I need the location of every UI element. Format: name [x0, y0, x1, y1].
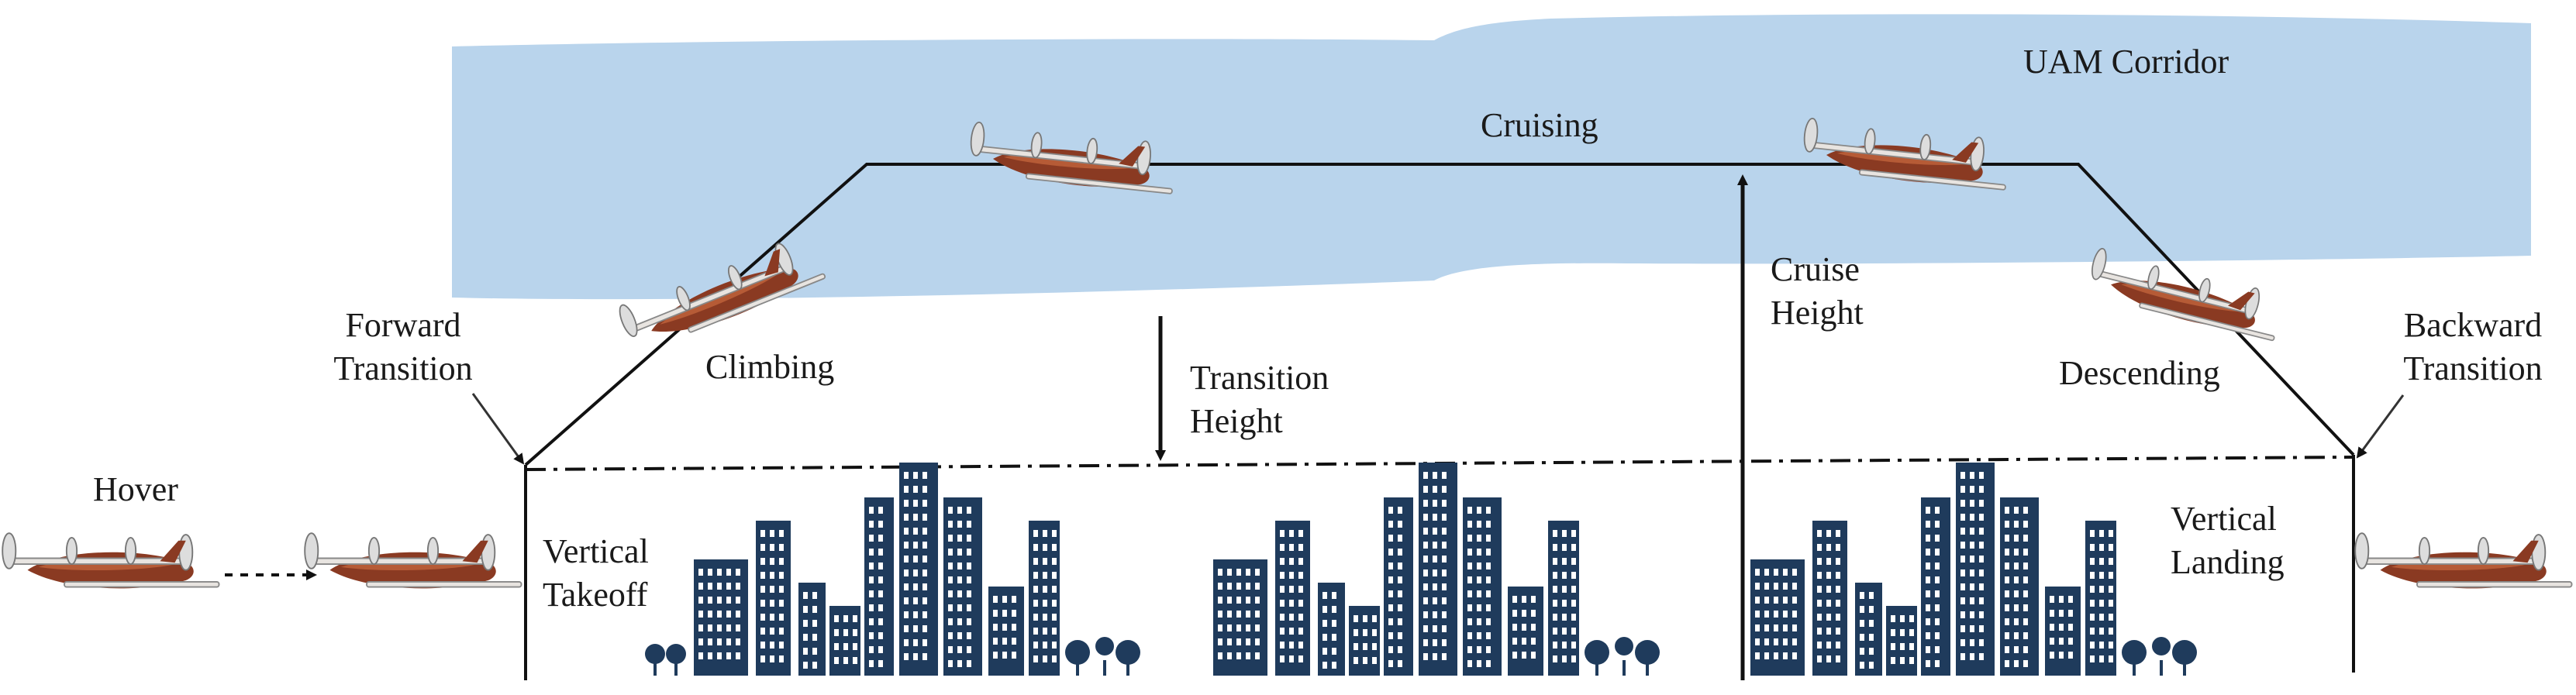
cruising-label: Cruising: [1481, 106, 1598, 144]
transition-height-line-1: Transition: [1190, 359, 1329, 397]
backward-transition-line-2: Transition: [2403, 349, 2543, 387]
forward-transition-pointer: [471, 393, 525, 465]
forward-transition-line-2: Transition: [333, 349, 473, 387]
city-skyline-icon: [645, 463, 2197, 676]
vertical-landing-line-2: Landing: [2171, 543, 2285, 581]
vertical-takeoff-line-2: Takeoff: [543, 576, 648, 614]
backward-transition-line-1: Backward: [2403, 306, 2543, 344]
forward-transition-label: Forward Transition: [310, 304, 496, 391]
backward-transition-pointer: [2356, 394, 2405, 459]
cruise-height-line-2: Height: [1771, 294, 1864, 332]
evtol-aircraft-icon: [2, 532, 220, 590]
hover-label: Hover: [93, 470, 178, 508]
transition-height-label: Transition Height: [1190, 356, 1329, 443]
vertical-takeoff-label: Vertical Takeoff: [543, 530, 649, 617]
cruise-height-line-1: Cruise: [1771, 250, 1860, 288]
climbing-label: Climbing: [705, 348, 835, 386]
evtol-aircraft-icon: [304, 532, 522, 590]
cruise-height-label: Cruise Height: [1771, 248, 1864, 335]
vertical-landing-line-1: Vertical: [2171, 500, 2277, 538]
transition-height-line-2: Height: [1190, 402, 1283, 440]
descending-label: Descending: [2059, 354, 2220, 392]
vertical-landing-label: Vertical Landing: [2171, 497, 2285, 584]
uam-corridor-band: [452, 14, 2531, 300]
uam-corridor-label: UAM Corridor: [2023, 43, 2229, 81]
vertical-takeoff-line-1: Vertical: [543, 532, 649, 570]
backward-transition-label: Backward Transition: [2376, 304, 2570, 391]
evtol-aircraft-icon: [2354, 532, 2573, 590]
forward-transition-line-1: Forward: [345, 306, 461, 344]
